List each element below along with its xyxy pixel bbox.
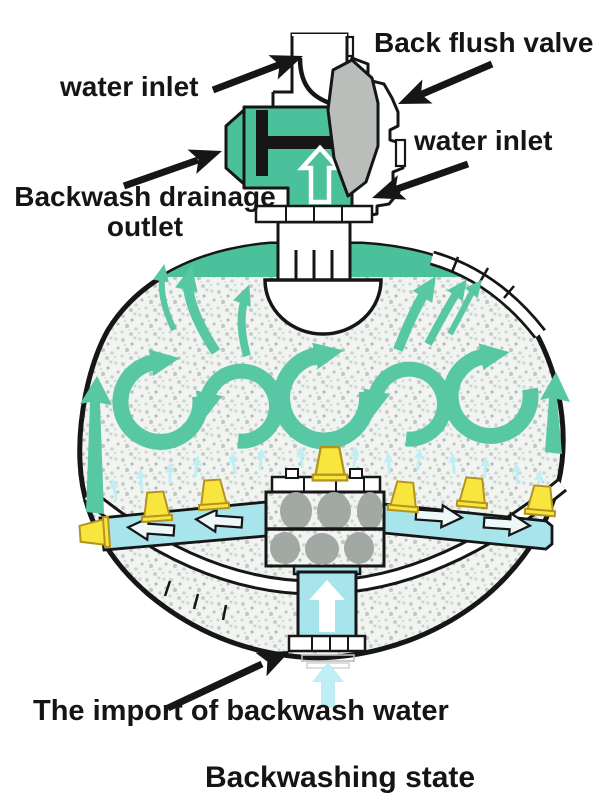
label-backwash-drainage-line1: Backwash drainage xyxy=(14,181,276,212)
up-flow-arrow-icon xyxy=(309,580,345,632)
label-back-flush-valve: Back flush valve xyxy=(374,27,594,58)
backwash-flow-swirl-arrows xyxy=(80,262,570,514)
valve-left-cap xyxy=(224,106,246,188)
flapper-disc xyxy=(326,58,380,198)
up-arrow-icon xyxy=(540,372,570,454)
collector-dome xyxy=(263,278,383,336)
pipe-flange xyxy=(287,634,367,653)
label-water-inlet-right: water inlet xyxy=(414,125,553,156)
label-import-backwash-water: The import of backwash water xyxy=(33,695,449,727)
label-backwash-drainage-line2: outlet xyxy=(106,211,184,243)
backwash-inlet-pipe xyxy=(287,570,367,708)
neck-and-dome xyxy=(263,220,383,336)
label-backwash-drainage-outlet: Backwash drainage outlet xyxy=(0,181,290,243)
up-arrow-icon xyxy=(80,376,112,514)
tank-hatch-band xyxy=(429,250,546,339)
inlet-water-arrow-icon xyxy=(312,662,344,708)
label-water-inlet-top: water inlet xyxy=(60,71,199,102)
back-flush-valve-assembly xyxy=(224,32,407,224)
label-pointer-arrows xyxy=(122,43,494,712)
diagram-title: Backwashing state xyxy=(205,761,476,794)
